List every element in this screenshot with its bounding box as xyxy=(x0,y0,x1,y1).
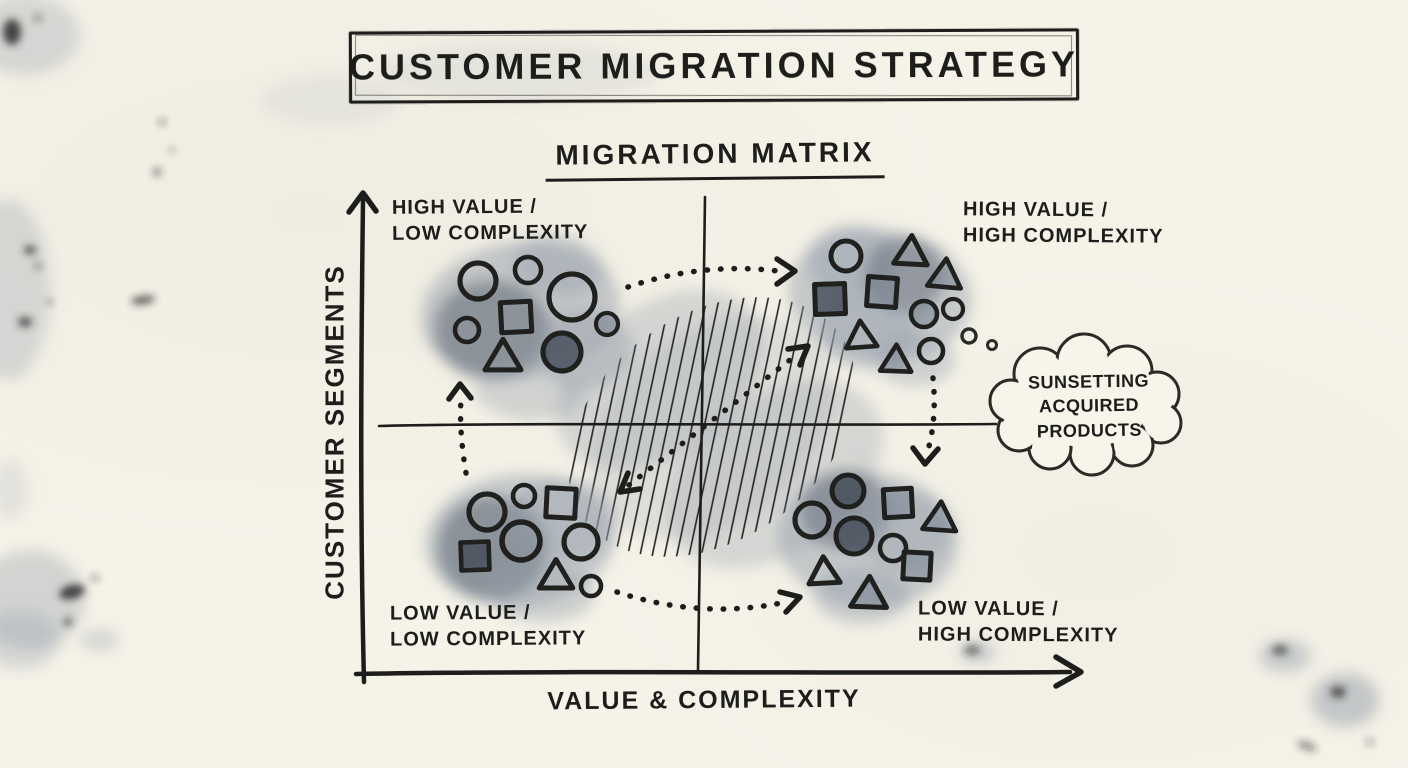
arrowhead-icon xyxy=(446,381,474,402)
thought-bubble-text: SUNSETTING ACQUIRED PRODUCTS xyxy=(1027,370,1150,442)
axes xyxy=(346,190,1084,689)
cluster-top-right xyxy=(788,225,972,386)
arrow-bottom-left-to-top-left xyxy=(446,381,474,476)
customer-triangle-icon xyxy=(891,233,930,268)
arrow-top-left-to-top-right xyxy=(625,256,798,290)
x-axis-arrowhead-icon xyxy=(1053,654,1084,689)
watercolor-blob xyxy=(434,280,550,380)
arrowhead-icon xyxy=(785,343,811,368)
customer-circle-icon xyxy=(452,315,482,345)
dotted-arrow-line xyxy=(457,395,469,476)
arrowhead-icon xyxy=(617,470,643,495)
y-axis-arrowhead-icon xyxy=(346,190,379,215)
customer-square-icon xyxy=(497,298,535,336)
customer-circle-icon xyxy=(546,271,598,323)
customer-circle-icon xyxy=(578,573,604,599)
arrow-diagonal-bidirectional xyxy=(617,343,811,495)
dotted-arrow-line xyxy=(614,589,789,612)
customer-circle-icon xyxy=(916,336,946,366)
title-box: CUSTOMER MIGRATION STRATEGY xyxy=(348,28,1080,104)
customer-triangle-icon xyxy=(806,554,843,587)
thought-bubble xyxy=(960,327,1183,477)
y-axis-label: CUSTOMER SEGMENTS xyxy=(319,264,350,600)
quadrant-label-low-value-high-complexity: LOW VALUE / HIGH COMPLEXITY xyxy=(917,597,1119,647)
y-axis-line xyxy=(359,197,367,685)
watercolor-blob xyxy=(475,363,585,421)
customer-triangle-icon xyxy=(877,342,914,374)
thought-dot-icon xyxy=(986,339,998,351)
customer-circle-icon xyxy=(792,500,832,540)
customer-triangle-icon xyxy=(536,557,576,591)
arrow-top-right-to-bottom-right xyxy=(910,375,941,467)
customer-circle-icon xyxy=(940,296,966,322)
quadrant-divider-horizontal xyxy=(377,422,998,428)
customer-circle-icon xyxy=(512,254,544,286)
customer-circle-icon xyxy=(833,515,875,557)
quadrant-label-high-value-high-complexity: HIGH VALUE / HIGH COMPLEXITY xyxy=(962,198,1164,248)
x-axis-label: VALUE & COMPLEXITY xyxy=(547,684,861,716)
customer-square-icon xyxy=(900,549,934,583)
customer-triangle-icon xyxy=(924,256,963,291)
quadrant-label-low-value-low-complexity: LOW VALUE / LOW COMPLEXITY xyxy=(389,601,587,651)
customer-circle-icon xyxy=(466,491,508,533)
customer-circle-icon xyxy=(540,330,584,374)
customer-circle-icon xyxy=(877,532,909,564)
quadrant-label-high-value-low-complexity: HIGH VALUE / LOW COMPLEXITY xyxy=(391,195,589,245)
customer-square-icon xyxy=(880,485,916,521)
arrowhead-icon xyxy=(774,256,798,287)
customer-triangle-icon xyxy=(482,336,524,373)
customer-circle-icon xyxy=(499,519,543,563)
matrix-subtitle: MIGRATION MATRIX xyxy=(545,136,885,182)
x-axis-line xyxy=(353,669,1073,677)
customer-circle-icon xyxy=(561,522,601,562)
customer-clusters xyxy=(420,225,972,624)
customer-square-icon xyxy=(864,274,900,310)
cluster-bottom-right xyxy=(778,470,959,624)
migration-arrows xyxy=(446,256,941,615)
dotted-arrow-line xyxy=(925,375,937,453)
customer-triangle-icon xyxy=(920,499,959,534)
customer-circle-icon xyxy=(593,310,621,338)
dotted-arrow-line xyxy=(626,350,802,488)
page-title: CUSTOMER MIGRATION STRATEGY xyxy=(348,43,1080,88)
customer-square-icon xyxy=(811,280,849,318)
thought-dot-icon xyxy=(960,327,978,345)
customer-circle-icon xyxy=(828,238,864,274)
customer-circle-icon xyxy=(510,482,538,510)
customer-triangle-icon xyxy=(848,573,890,610)
customer-square-icon xyxy=(543,485,579,521)
customer-triangle-icon xyxy=(843,318,880,351)
arrowhead-icon xyxy=(910,445,941,467)
dotted-arrow-line xyxy=(625,265,781,290)
customer-circle-icon xyxy=(457,260,499,302)
cluster-bottom-left xyxy=(425,473,617,623)
customer-square-icon xyxy=(458,539,492,573)
arrow-bottom-left-to-bottom-right xyxy=(614,589,803,615)
quadrant-divider-vertical xyxy=(696,195,707,672)
arrowhead-icon xyxy=(777,589,803,615)
customer-circle-icon xyxy=(908,298,940,330)
cloud-icon xyxy=(988,332,1183,477)
cluster-top-left xyxy=(420,234,633,421)
customer-circle-icon xyxy=(829,472,867,510)
